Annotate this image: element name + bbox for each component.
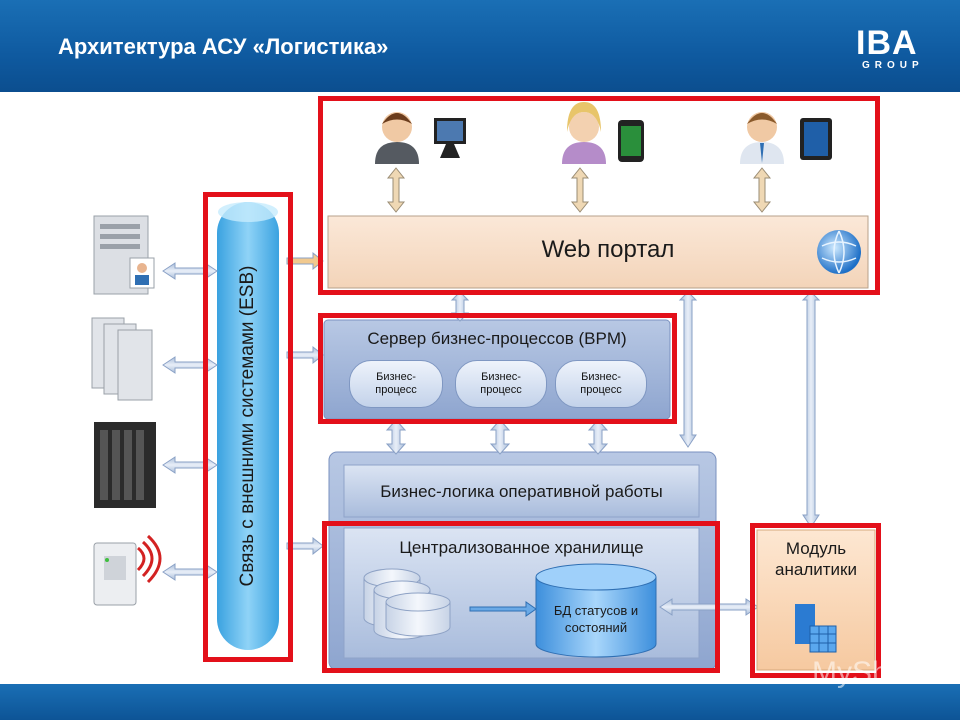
highlight-esb (203, 192, 293, 662)
user-icon-1 (375, 112, 466, 164)
business-process-label: Бизнес-процесс (480, 371, 522, 396)
watermark: MyShared (812, 656, 949, 689)
wireless-device-icon (93, 534, 162, 606)
bpm-title: Сервер бизнес-процессов (BPM) (367, 329, 627, 348)
server-icon (93, 215, 155, 295)
user-icon-3 (740, 112, 832, 164)
portal-label: Web портал (541, 236, 675, 263)
header-bar: Архитектура АСУ «Логистика» IBA GROUP (0, 0, 960, 92)
analytics-label: Модуль аналитики (775, 539, 857, 579)
highlight-analytics (750, 523, 881, 678)
iba-logo: IBA GROUP (856, 24, 924, 71)
business-process-label: Бизнес-процесс (375, 371, 417, 396)
storage-title: Централизованное хранилище (399, 538, 644, 557)
business-process-2: Бизнес-процесс (455, 360, 547, 408)
footer-bar (0, 684, 960, 720)
highlight-storage (322, 521, 720, 673)
esb-bus (217, 202, 279, 650)
business-process-1: Бизнес-процесс (349, 360, 443, 408)
rack-server-icon (94, 422, 156, 508)
business-process-label: Бизнес-процесс (580, 371, 622, 396)
globe-icon (817, 230, 861, 274)
user-icon-2 (562, 102, 644, 164)
server-cluster-icon (91, 317, 153, 401)
highlight-portal (318, 96, 880, 295)
business-process-3: Бизнес-процесс (555, 360, 647, 408)
highlight-bpm (318, 313, 677, 424)
db-label: БД статусов и состояний (553, 603, 639, 635)
logo-main-text: IBA (856, 24, 918, 62)
logo-sub-text: GROUP (862, 60, 924, 71)
business-logic-label: Бизнес-логика оперативной работы (380, 482, 663, 501)
slide-title: Архитектура АСУ «Логистика» (58, 34, 389, 59)
